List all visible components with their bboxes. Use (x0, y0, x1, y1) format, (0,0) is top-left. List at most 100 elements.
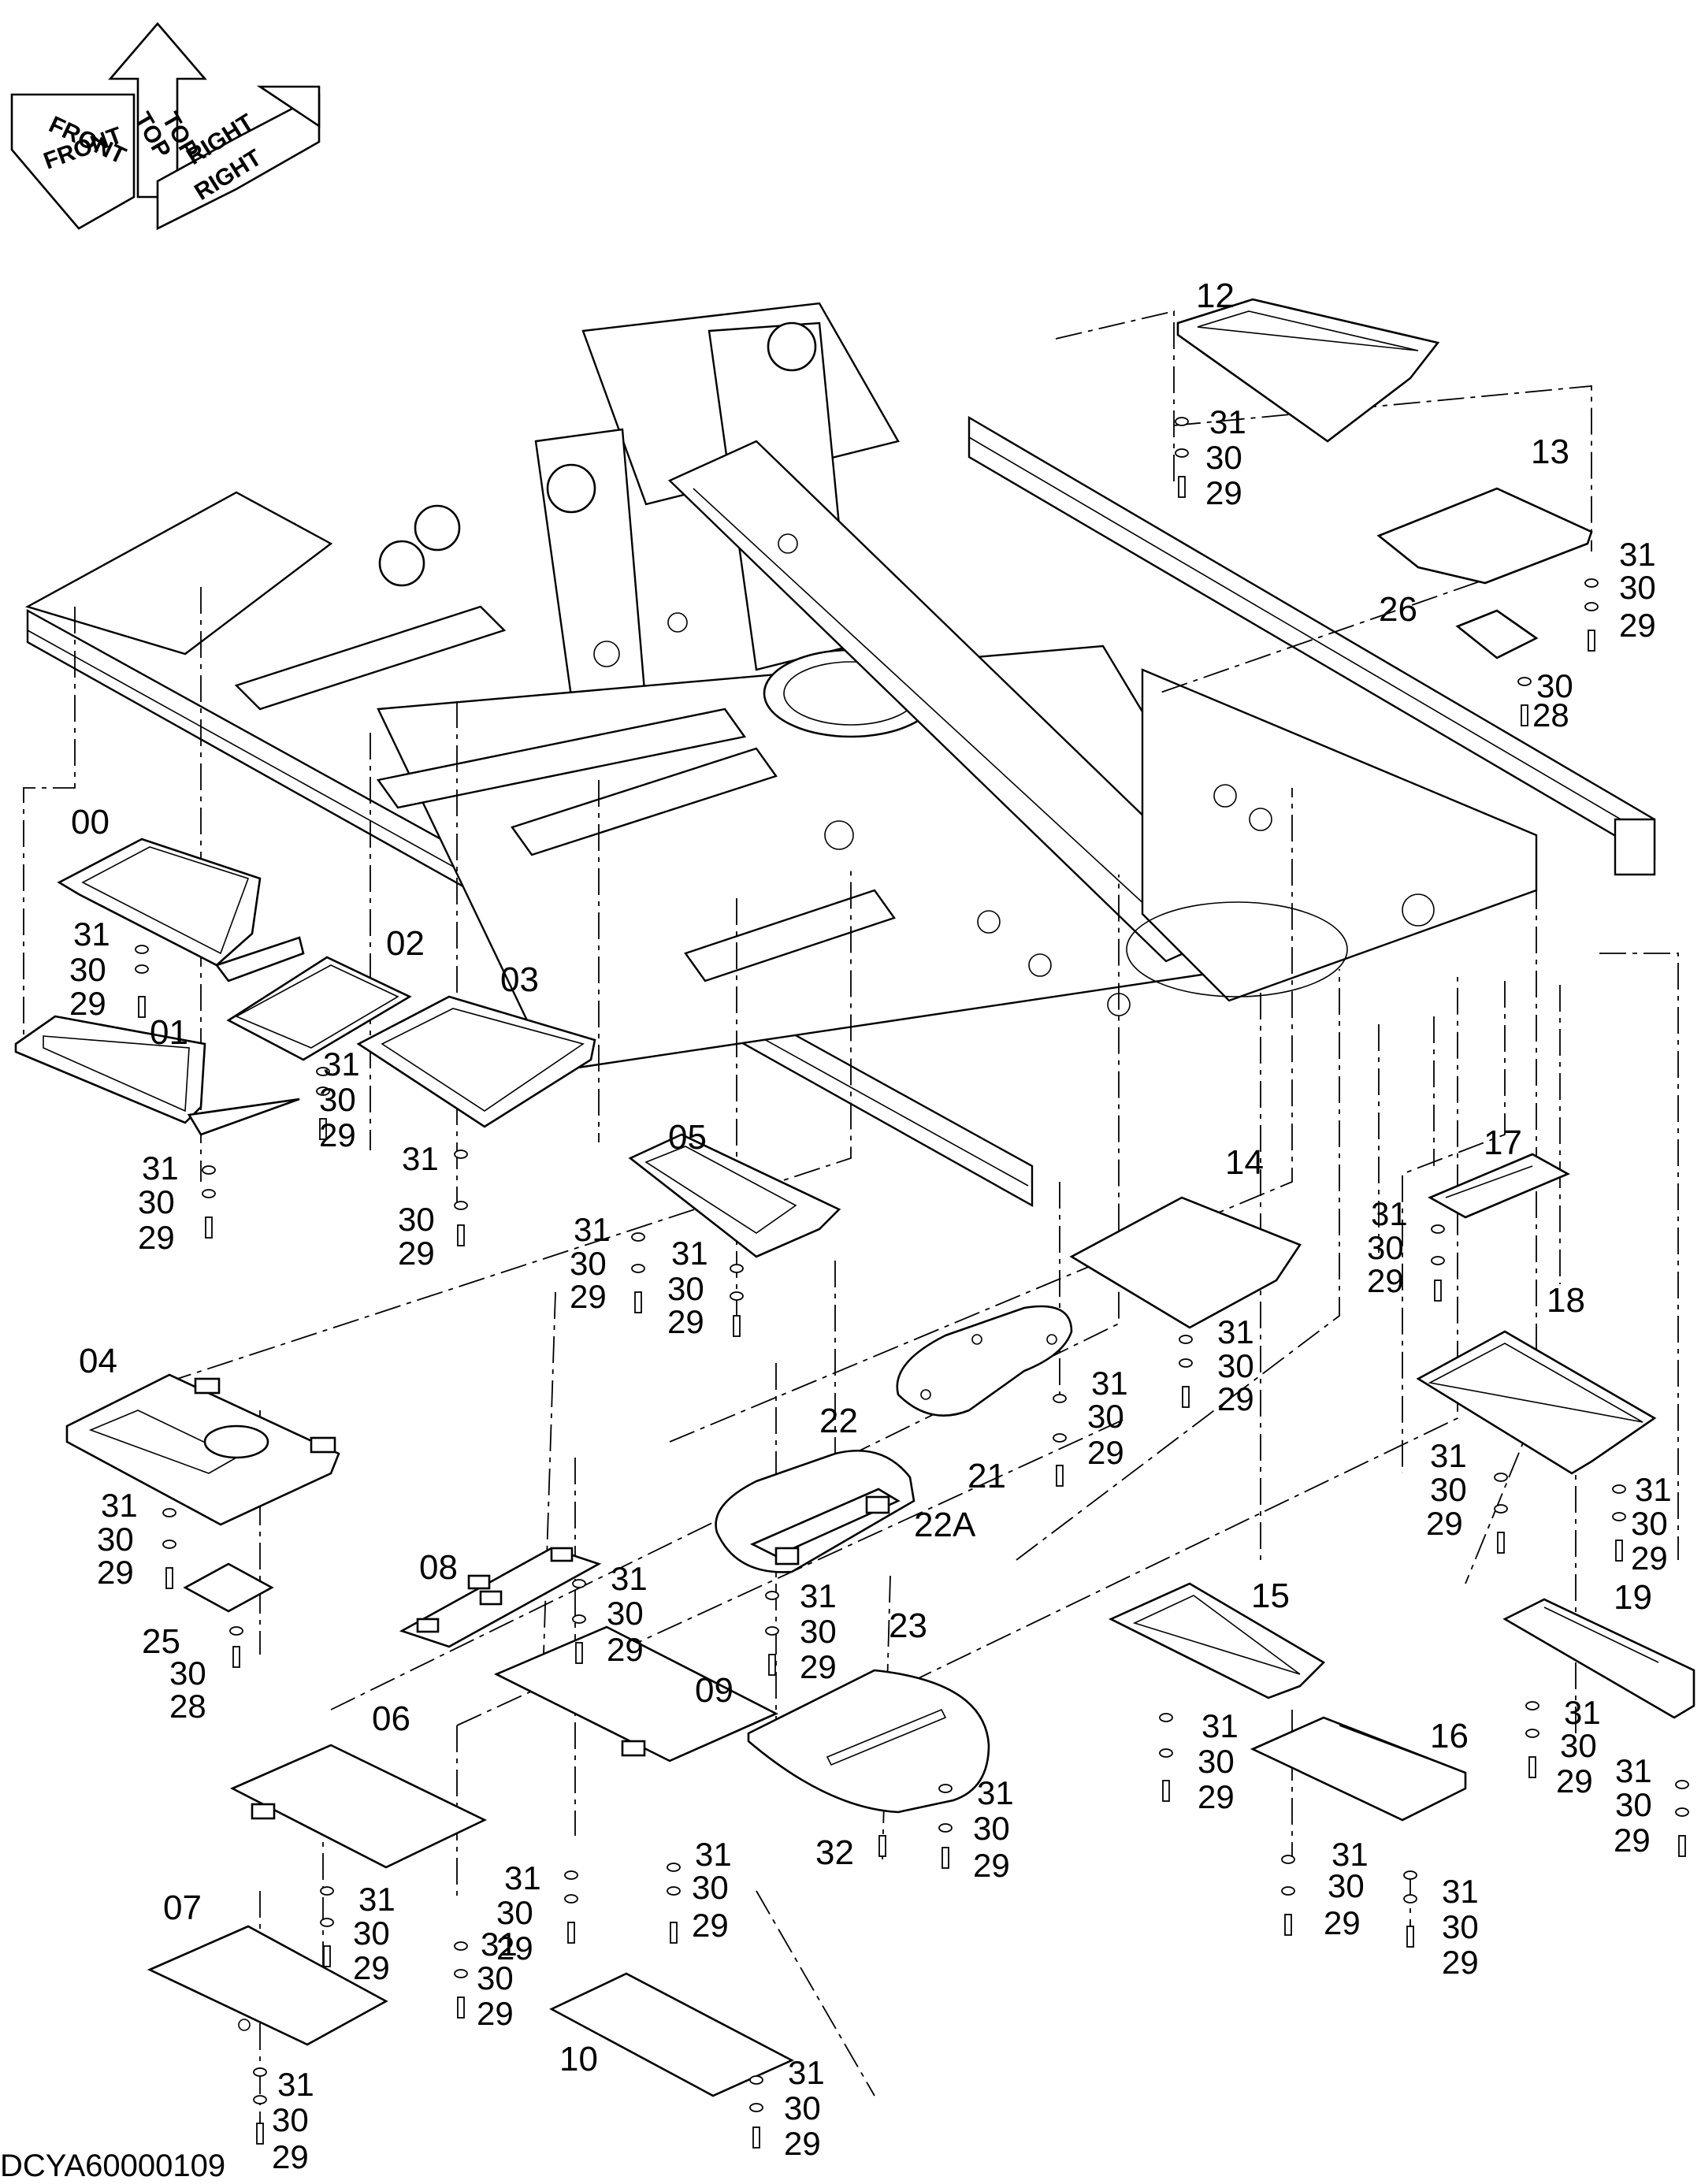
label-29: 29 (353, 1949, 390, 1986)
stack-15 (1159, 1713, 1173, 1802)
label-29: 29 (692, 1907, 729, 1944)
panel-02 (226, 956, 412, 1061)
stack-18b (1612, 1484, 1626, 1562)
label-30: 30 (69, 951, 106, 988)
label-30: 30 (1442, 1908, 1479, 1945)
stack-16b (1403, 1870, 1417, 1948)
stack-09a (454, 1941, 468, 2019)
panel-04 (65, 1373, 340, 1526)
label-30: 30 (1560, 1727, 1597, 1764)
stack-05b (730, 1264, 744, 1337)
stack-01 (202, 1165, 216, 1239)
label-12: 12 (1196, 277, 1235, 315)
part-labels: 00 01 02 03 04 05 06 07 08 09 10 12 13 1… (71, 277, 1652, 2078)
label-30: 30 (1198, 1743, 1235, 1780)
label-31: 31 (1209, 403, 1246, 440)
stack-06 (320, 1886, 334, 1967)
label-29: 29 (607, 1631, 644, 1668)
stack-12 (1175, 417, 1189, 498)
label-03: 03 (500, 960, 539, 999)
panel-00 (57, 838, 305, 982)
label-30: 30 (1087, 1398, 1124, 1435)
label-31: 31 (1371, 1195, 1408, 1232)
label-31: 31 (1615, 1752, 1652, 1789)
label-02: 02 (386, 924, 425, 963)
label-30: 30 (1619, 569, 1656, 606)
panel-18 (1416, 1330, 1657, 1475)
panel-10 (549, 1972, 794, 2097)
label-31: 31 (977, 1774, 1014, 1811)
label-30: 30 (1536, 667, 1573, 704)
stack-14 (1179, 1335, 1193, 1408)
label-10: 10 (559, 2040, 598, 2078)
label-29: 29 (1442, 1944, 1479, 1981)
label-29: 29 (69, 985, 106, 1022)
label-29: 29 (1324, 1904, 1361, 1941)
label-31: 31 (1619, 536, 1656, 573)
panel-25 (183, 1562, 274, 1613)
label-31: 31 (481, 1926, 518, 1963)
label-31: 31 (671, 1235, 708, 1272)
label-30: 30 (1631, 1505, 1668, 1542)
label-29: 29 (319, 1116, 356, 1153)
label-31: 31 (1201, 1707, 1239, 1744)
label-30: 30 (973, 1810, 1010, 1847)
panel-17 (1428, 1153, 1570, 1219)
stack-23 (938, 1784, 953, 1869)
panel-06 (229, 1744, 487, 1869)
label-29: 29 (97, 1554, 134, 1591)
label-30: 30 (272, 2101, 309, 2138)
stack-10 (749, 2075, 763, 2149)
label-16: 16 (1430, 1717, 1469, 1755)
label-30: 30 (570, 1245, 607, 1282)
label-06: 06 (372, 1699, 410, 1738)
label-05: 05 (668, 1118, 707, 1157)
panel-03 (356, 995, 596, 1128)
label-22: 22 (819, 1402, 858, 1440)
label-31: 31 (695, 1836, 732, 1873)
label-30: 30 (1217, 1347, 1254, 1384)
stack-32 (878, 1835, 886, 1857)
label-31: 31 (323, 1046, 360, 1083)
label-00: 00 (71, 803, 110, 841)
label-30: 30 (1328, 1867, 1365, 1904)
panel-19 (1502, 1598, 1695, 1719)
stack-18a (1494, 1473, 1508, 1554)
panel-14 (1069, 1196, 1302, 1329)
label-31: 31 (504, 1859, 541, 1896)
label-30: 30 (477, 1959, 514, 1996)
label-29: 29 (1614, 1822, 1651, 1859)
stack-16a (1281, 1855, 1295, 1936)
label-31: 31 (142, 1150, 179, 1187)
panel-09 (493, 1625, 779, 1762)
stack-22 (765, 1591, 779, 1676)
label-08: 08 (419, 1548, 458, 1587)
label-31: 31 (1217, 1313, 1254, 1350)
panel-22 (715, 1449, 915, 1573)
hardware-stacks (135, 417, 1689, 2149)
label-22a: 22A (914, 1506, 976, 1544)
label-31: 31 (402, 1140, 439, 1177)
label-30: 30 (667, 1270, 704, 1307)
label-32: 32 (815, 1833, 854, 1872)
label-15: 15 (1251, 1577, 1290, 1615)
label-30: 30 (1367, 1229, 1404, 1266)
label-29: 29 (1556, 1762, 1593, 1800)
label-29: 29 (477, 1995, 514, 2032)
label-31: 31 (1442, 1873, 1479, 1910)
label-29: 29 (1198, 1778, 1235, 1815)
label-29: 29 (138, 1219, 175, 1256)
label-18: 18 (1547, 1281, 1585, 1320)
panel-15 (1108, 1582, 1326, 1699)
label-31: 31 (574, 1211, 611, 1248)
stack-02 (316, 1067, 330, 1140)
panel-07 (147, 1925, 388, 2046)
label-28: 28 (1532, 696, 1569, 734)
label-31: 31 (788, 2054, 825, 2091)
label-29: 29 (973, 1847, 1010, 1884)
panel-01 (14, 1015, 300, 1136)
label-29: 29 (784, 2125, 821, 2162)
label-29: 29 (570, 1278, 607, 1315)
label-31: 31 (611, 1560, 648, 1597)
panel-16 (1250, 1716, 1467, 1822)
